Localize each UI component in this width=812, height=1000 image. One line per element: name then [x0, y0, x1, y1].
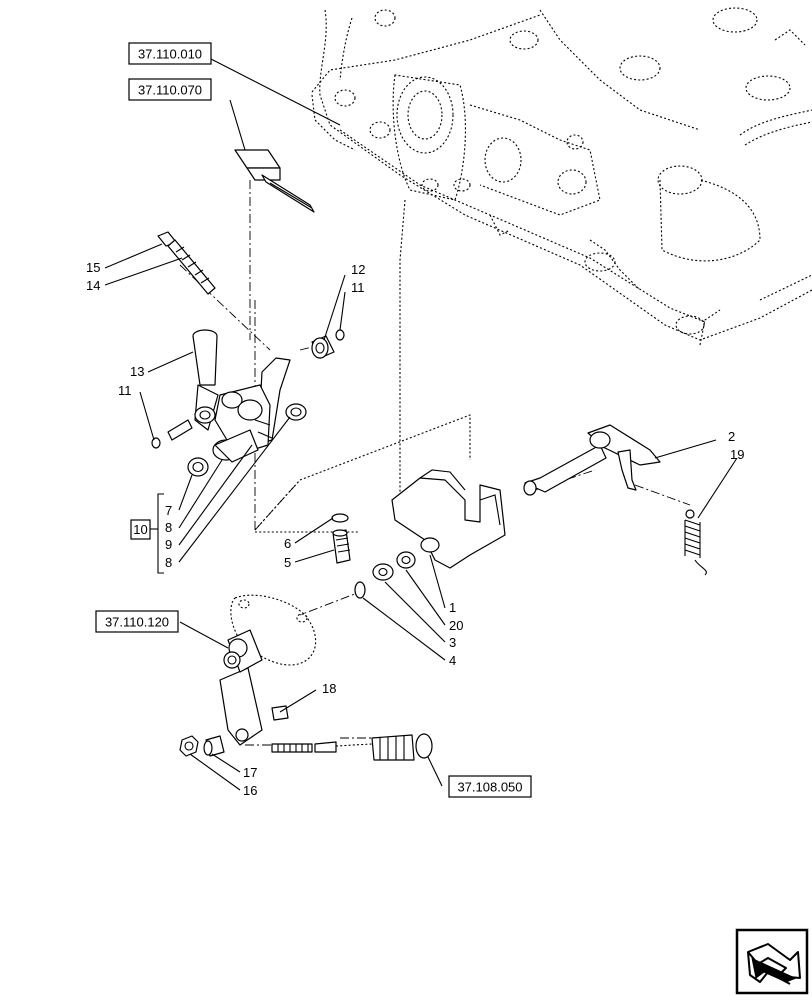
callout-4: 4: [449, 653, 456, 668]
pivot-arm-assembly: [212, 357, 307, 463]
return-spring-part: [684, 509, 707, 576]
callout-11: 11: [118, 383, 132, 398]
shaft-lever-part: [523, 424, 661, 496]
callout-numbers: 15 14 13 11 12 11 7 8 9 8 6 5 1 20 3 4 2…: [86, 260, 744, 798]
group-label: 10: [133, 522, 147, 537]
washers-and-circlip: [354, 551, 416, 599]
group-bracket: 10: [130, 493, 164, 574]
nut-and-bush-parts: [179, 735, 225, 757]
callout-16: 16: [243, 783, 257, 798]
lower-arm-assembly: [219, 594, 317, 746]
pin-and-clip-left: [151, 419, 193, 449]
callout-19: 19: [730, 447, 744, 462]
control-cable-part: [271, 733, 433, 761]
needle-bearing-part: [187, 457, 209, 477]
reference-label: 37.110.120: [105, 615, 169, 630]
reference-link-37-110-120[interactable]: 37.110.120: [95, 610, 179, 633]
callout-9: 9: [165, 537, 172, 552]
callout-3: 3: [449, 635, 456, 650]
callout-1: 1: [449, 600, 456, 615]
callout-8: 8: [165, 520, 172, 535]
reference-label: 37.110.070: [138, 83, 202, 98]
callout-13: 13: [130, 364, 144, 379]
bushing-and-clip-parts: [311, 329, 345, 359]
callout-17: 17: [243, 765, 257, 780]
callout-6: 6: [284, 536, 291, 551]
reference-label: 37.110.010: [138, 47, 202, 62]
callout-5: 5: [284, 555, 291, 570]
control-lever-part: [192, 329, 219, 431]
reference-link-37-108-050[interactable]: 37.108.050: [448, 775, 532, 798]
callout-15: 15: [86, 260, 100, 275]
callout-2: 2: [728, 429, 735, 444]
callout-20: 20: [449, 618, 463, 633]
threaded-rod-part: [157, 231, 216, 295]
callout-7: 7: [165, 503, 172, 518]
reference-link-37-110-010[interactable]: 37.110.010: [128, 42, 212, 65]
callout-11: 11: [351, 280, 365, 295]
housing-phantom-outline: [311, 7, 812, 520]
next-page-arrow-icon[interactable]: [735, 928, 809, 995]
callout-12: 12: [351, 262, 365, 277]
leader-lines: [104, 58, 738, 791]
reference-link-37-110-070[interactable]: 37.110.070: [128, 78, 212, 101]
callout-14: 14: [86, 278, 100, 293]
callout-18: 18: [322, 681, 336, 696]
support-bracket-part: [391, 469, 506, 569]
reference-label: 37.108.050: [457, 780, 522, 795]
callout-8: 8: [165, 555, 172, 570]
adjuster-pin-part: [234, 149, 315, 213]
bolt-and-washer-parts: [331, 513, 351, 564]
